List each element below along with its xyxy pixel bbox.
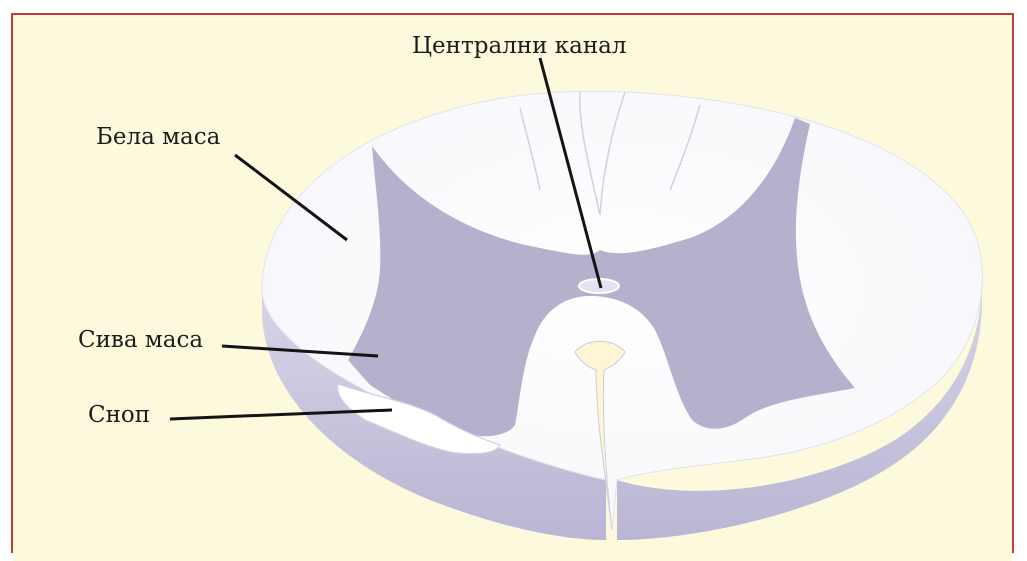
- label-bundle: Сноп: [88, 402, 150, 428]
- label-white-matter: Бела маса: [96, 124, 221, 150]
- label-gray-matter: Сива маса: [78, 327, 203, 353]
- label-central-canal: Централни канал: [412, 33, 626, 59]
